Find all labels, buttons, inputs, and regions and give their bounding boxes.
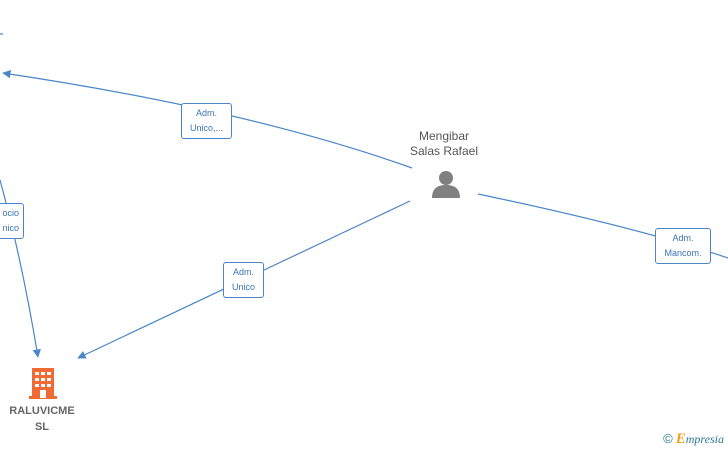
edge-label-top-left-line1: Adm.: [195, 108, 217, 118]
edge-label-right-line2: Mancom.: [664, 248, 702, 258]
company-name[interactable]: RALUVICME SL: [0, 403, 84, 435]
edge-label-left-partial[interactable]: ocio nico: [0, 203, 24, 239]
brand-name: mpresia: [685, 432, 724, 446]
edge-left-to-company: [0, 179, 41, 358]
company-name-line2: SL: [34, 421, 50, 433]
building-icon[interactable]: [27, 366, 59, 400]
copyright-symbol: ©: [663, 431, 673, 446]
edge-label-center-line1: Adm.: [232, 267, 254, 277]
brand-initial: E: [675, 431, 686, 447]
edge-label-right[interactable]: Adm. Mancom.: [655, 228, 711, 264]
edge-label-top-left[interactable]: Adm. Unico,...: [181, 103, 232, 139]
edge-label-left-partial-line2: nico: [2, 223, 19, 233]
person-name-line2: Salas Rafael: [409, 144, 479, 158]
company-name-line1: RALUVICME: [9, 405, 75, 417]
empresia-watermark: © Empresia: [663, 431, 724, 448]
edge-label-center[interactable]: Adm. Unico: [223, 262, 264, 298]
person-icon[interactable]: [431, 169, 461, 199]
edge-label-center-line2: Unico: [231, 282, 255, 292]
person-name[interactable]: Mengibar Salas Rafael: [396, 129, 492, 159]
person-name-line1: Mengibar: [418, 129, 470, 143]
edge-label-right-line1: Adm.: [672, 233, 694, 243]
edge-label-left-partial-line1: ocio: [2, 208, 19, 218]
edge-label-top-left-line2: Unico,...: [189, 123, 223, 133]
